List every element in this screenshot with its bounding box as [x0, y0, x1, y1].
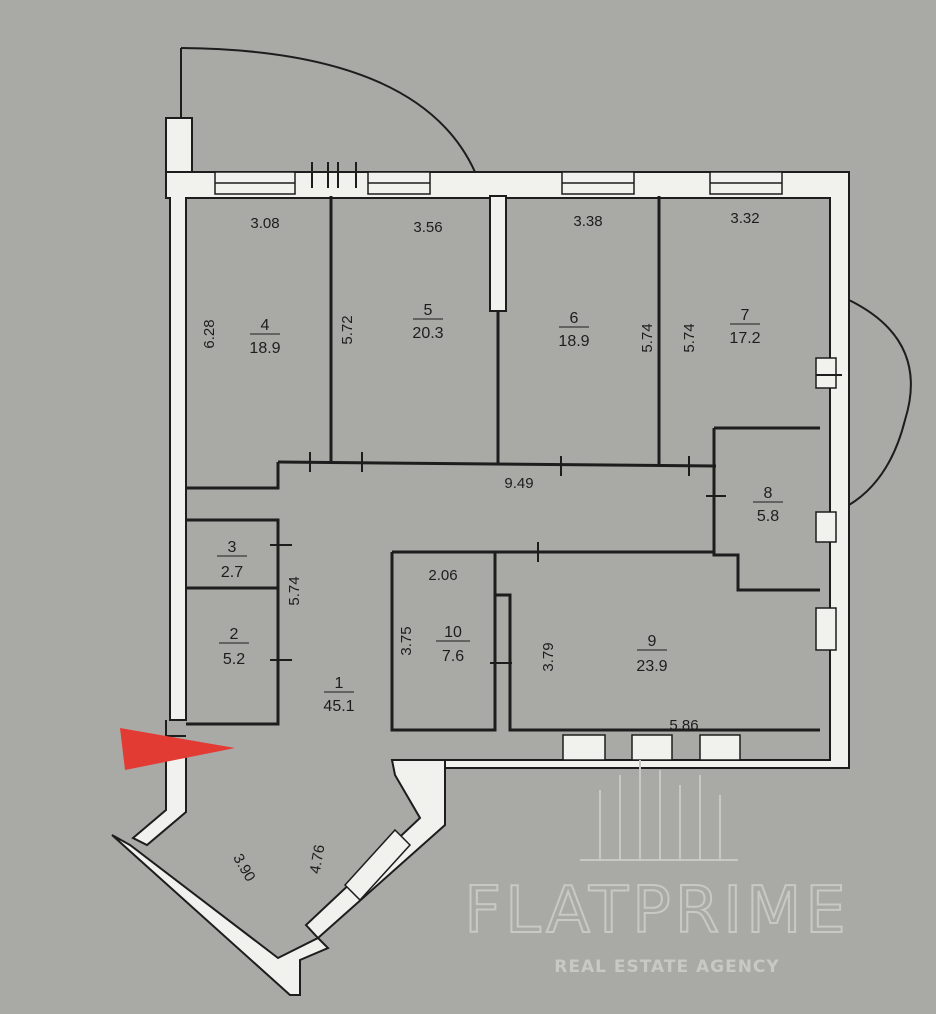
room-5-area: 20.3: [412, 325, 443, 342]
room-3-area: 2.7: [221, 564, 243, 581]
room-labels: 4 18.9 5 20.3 6 18.9 7 17.2 8 5.8 3 2.7 …: [217, 302, 783, 715]
dim-room10-width: 2.06: [428, 567, 457, 584]
room-6-area: 18.9: [558, 333, 589, 350]
room-10-area: 7.6: [442, 648, 464, 665]
dim-room4-width: 3.08: [250, 215, 279, 232]
interior-walls: [186, 195, 820, 732]
room-2-area: 5.2: [223, 651, 245, 668]
dim-hall-depth: 5.74: [286, 576, 303, 605]
room-9-area: 23.9: [636, 658, 667, 675]
watermark-building-icon: [580, 760, 738, 861]
watermark: FLATPRIME REAL ESTATE AGENCY: [463, 760, 849, 977]
room-7-area: 17.2: [729, 330, 760, 347]
room-9-number: 9: [648, 633, 657, 650]
balcony-bay: [848, 299, 912, 506]
dim-room7-width: 3.32: [730, 210, 759, 227]
dimension-labels: 3.08 3.56 3.38 3.32 9.49 2.06 5.86 6.28 …: [201, 210, 760, 885]
dim-room6-depth: 5.74: [639, 323, 656, 352]
dim-room9-width: 5.86: [669, 717, 698, 734]
room-1-number: 1: [335, 675, 344, 692]
outer-walls: [111, 117, 850, 996]
dim-loggia-depth: 4.76: [307, 843, 329, 875]
watermark-brand: FLATPRIME: [464, 874, 849, 948]
dim-room4-depth: 6.28: [201, 319, 218, 348]
dim-room10-depth: 3.75: [398, 626, 415, 655]
dim-room5-depth: 5.72: [339, 315, 356, 344]
room-4-area: 18.9: [249, 340, 280, 357]
room-5-number: 5: [424, 302, 433, 319]
room-6-number: 6: [570, 310, 579, 327]
room-8-number: 8: [764, 485, 773, 502]
dim-room9-depth: 3.79: [540, 642, 557, 671]
room-10-number: 10: [444, 624, 462, 641]
room-3-number: 3: [228, 539, 237, 556]
windows: [214, 171, 837, 902]
dim-corridor-length: 9.49: [504, 475, 533, 492]
room-2-number: 2: [230, 626, 239, 643]
dim-room7-depth: 5.74: [681, 323, 698, 352]
dim-room5-width: 3.56: [413, 219, 442, 236]
entrance-arrow-icon: [120, 728, 235, 770]
dim-loggia-width: 3.90: [229, 851, 258, 885]
watermark-tagline: REAL ESTATE AGENCY: [554, 957, 779, 977]
entrance-door-swing: [180, 47, 476, 173]
room-7-number: 7: [741, 307, 750, 324]
door-ticks: [270, 162, 842, 664]
dim-room6-width: 3.38: [573, 213, 602, 230]
room-1-area: 45.1: [323, 698, 354, 715]
room-8-area: 5.8: [757, 508, 779, 525]
room-4-number: 4: [261, 317, 270, 334]
